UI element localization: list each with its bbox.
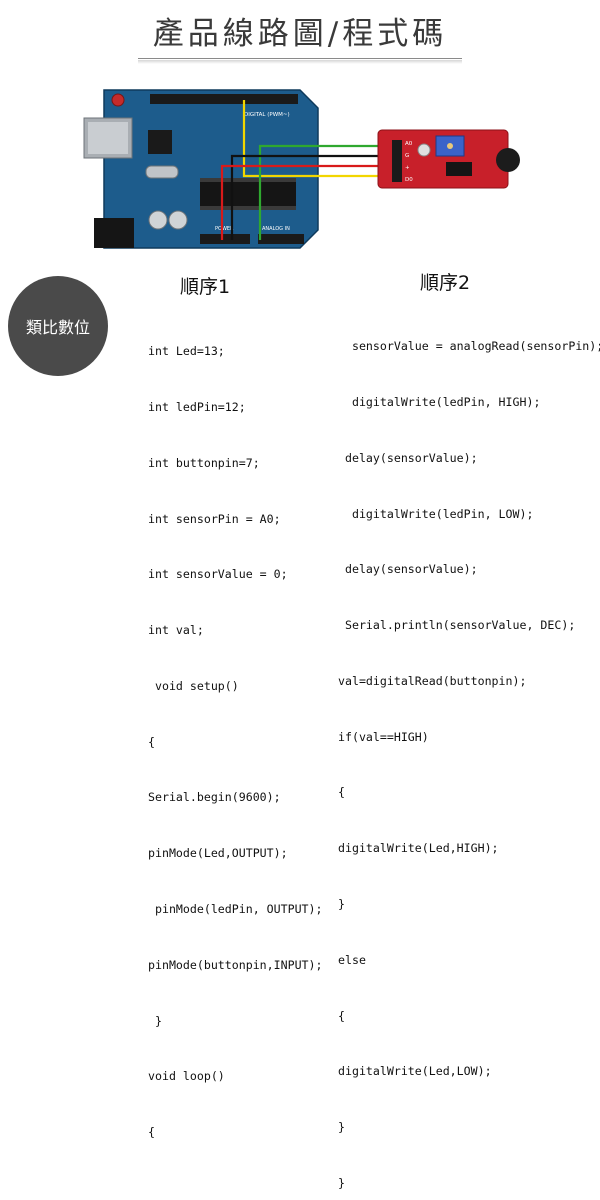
digital-label: DIGITAL (PWM~) <box>244 112 290 118</box>
code-line: void loop() <box>148 1069 225 1084</box>
module-header <box>392 140 402 182</box>
code-line: val=digitalRead(buttonpin); <box>338 673 527 688</box>
microphone <box>496 148 520 172</box>
code-line: Serial.println(sensorValue, DEC); <box>338 618 576 633</box>
wiring-diagram: DIGITAL (PWM~) POWER ANALOG IN A0 G + <box>83 89 520 249</box>
page-title: 產品線路圖/程式碼 <box>152 16 448 52</box>
code-line: int Led=13; <box>148 344 225 359</box>
analog-header <box>258 234 304 244</box>
code-block-sequence2: sensorValue = analogRead(sensorPin); dig… <box>338 300 600 1200</box>
code-line: pinMode(buttonpin,INPUT); <box>148 957 323 972</box>
power-label: POWER <box>215 226 234 232</box>
code-line: int ledPin=12; <box>148 399 246 414</box>
code-line: delay(sensorValue); <box>338 562 478 577</box>
code-line: Serial.begin(9600); <box>148 790 281 805</box>
sequence2-heading: 順序2 <box>420 272 471 294</box>
reset-button <box>111 93 125 107</box>
title-divider-shadow <box>138 60 462 64</box>
code-block-sequence1: int Led=13; int ledPin=12; int buttonpin… <box>148 305 323 1160</box>
comparator-chip <box>446 162 472 176</box>
code-line: if(val==HIGH) <box>338 729 429 744</box>
code-line: pinMode(Led,OUTPUT); <box>148 846 288 861</box>
usb-chip <box>148 130 172 154</box>
title-divider <box>138 58 462 59</box>
power-jack <box>94 218 134 248</box>
code-line: { <box>148 1125 155 1140</box>
code-line: } <box>338 1120 345 1135</box>
wire-black <box>230 154 380 240</box>
code-line: sensorValue = analogRead(sensorPin); <box>338 339 600 354</box>
code-line: } <box>338 1175 345 1190</box>
category-badge: 類比數位 <box>8 276 108 376</box>
code-line: void setup() <box>148 678 239 693</box>
wire-green <box>258 144 380 240</box>
arduino-board: DIGITAL (PWM~) POWER ANALOG IN <box>83 89 319 249</box>
code-line: } <box>338 897 345 911</box>
wire-red <box>220 164 380 240</box>
code-line: int sensorValue = 0; <box>148 567 288 582</box>
power-header <box>200 234 250 244</box>
crystal <box>145 165 179 179</box>
sound-sensor-module: A0 G + D0 <box>377 129 520 189</box>
digital-header <box>150 94 298 104</box>
code-line: { <box>338 1008 345 1023</box>
code-line: int val; <box>148 623 204 638</box>
code-line: digitalWrite(ledPin, HIGH); <box>338 394 541 409</box>
module-pin-label-a0: A0 <box>405 141 413 147</box>
sequence1-heading: 順序1 <box>180 276 231 298</box>
led-indicator <box>417 143 431 157</box>
capacitor-2 <box>168 210 188 230</box>
code-line: delay(sensorValue); <box>338 450 478 465</box>
code-line: digitalWrite(ledPin, LOW); <box>338 506 534 521</box>
code-line: pinMode(ledPin, OUTPUT); <box>148 902 323 916</box>
code-line: digitalWrite(Led,LOW); <box>338 1064 492 1079</box>
wire-yellow <box>242 100 380 178</box>
module-pin-label-d0: D0 <box>405 177 413 183</box>
code-line: int buttonpin=7; <box>148 455 260 470</box>
atmega-chip <box>200 182 296 206</box>
module-pin-label-plus: + <box>405 165 410 171</box>
code-line: else <box>338 952 366 967</box>
code-line: int sensorPin = A0; <box>148 511 281 526</box>
capacitor-1 <box>148 210 168 230</box>
code-line: { <box>148 734 155 749</box>
wires <box>220 100 380 240</box>
module-pin-label-g: G <box>405 153 409 159</box>
code-line: { <box>338 785 345 800</box>
analog-label: ANALOG IN <box>262 226 290 232</box>
code-line: } <box>148 1013 162 1028</box>
code-line: digitalWrite(Led,HIGH); <box>338 841 499 856</box>
